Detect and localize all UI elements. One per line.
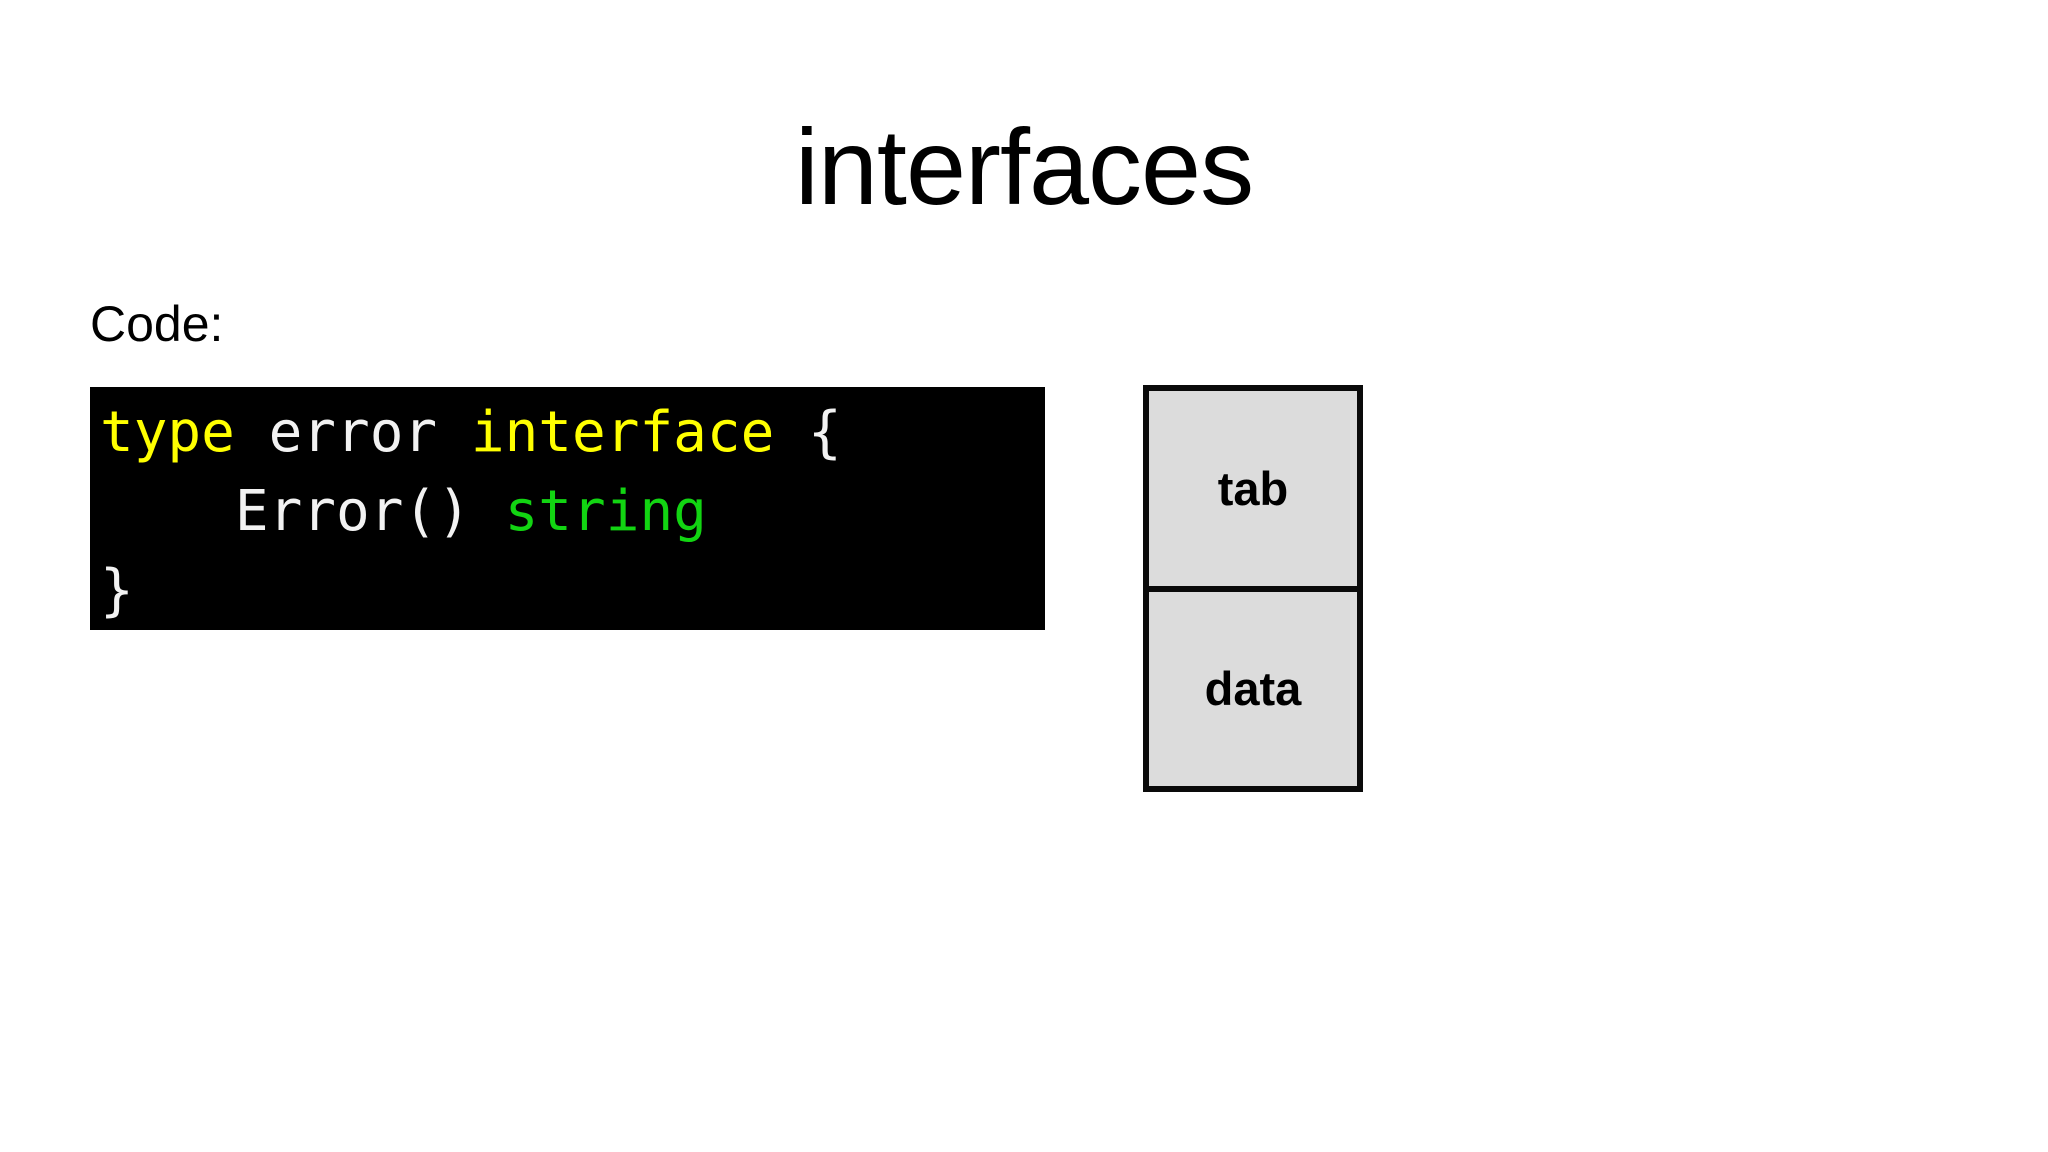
diagram-cell-label: tab — [1217, 461, 1289, 515]
code-line: Error() string — [90, 472, 1045, 551]
code-block: type error interface { Error() string } — [90, 387, 1045, 630]
page-title: interfaces — [794, 106, 1254, 227]
diagram-cell-tab: tab — [1149, 391, 1357, 586]
code-token-open-brace: { — [774, 400, 842, 465]
diagram-cell-label: data — [1204, 662, 1302, 716]
code-token-keyword: type — [100, 400, 235, 465]
code-token-identifier: error — [234, 400, 471, 465]
code-line: type error interface { — [90, 393, 1045, 472]
code-token-method: Error() — [100, 479, 505, 544]
code-token-type: interface — [470, 400, 775, 465]
code-section-label: Code: — [90, 296, 224, 352]
diagram-cell-data: data — [1149, 585, 1357, 786]
interface-value-diagram: tab data — [1143, 385, 1363, 792]
code-line: } — [90, 551, 1045, 630]
code-token-builtin-type: string — [504, 479, 707, 544]
code-token-close-brace: } — [100, 558, 134, 623]
